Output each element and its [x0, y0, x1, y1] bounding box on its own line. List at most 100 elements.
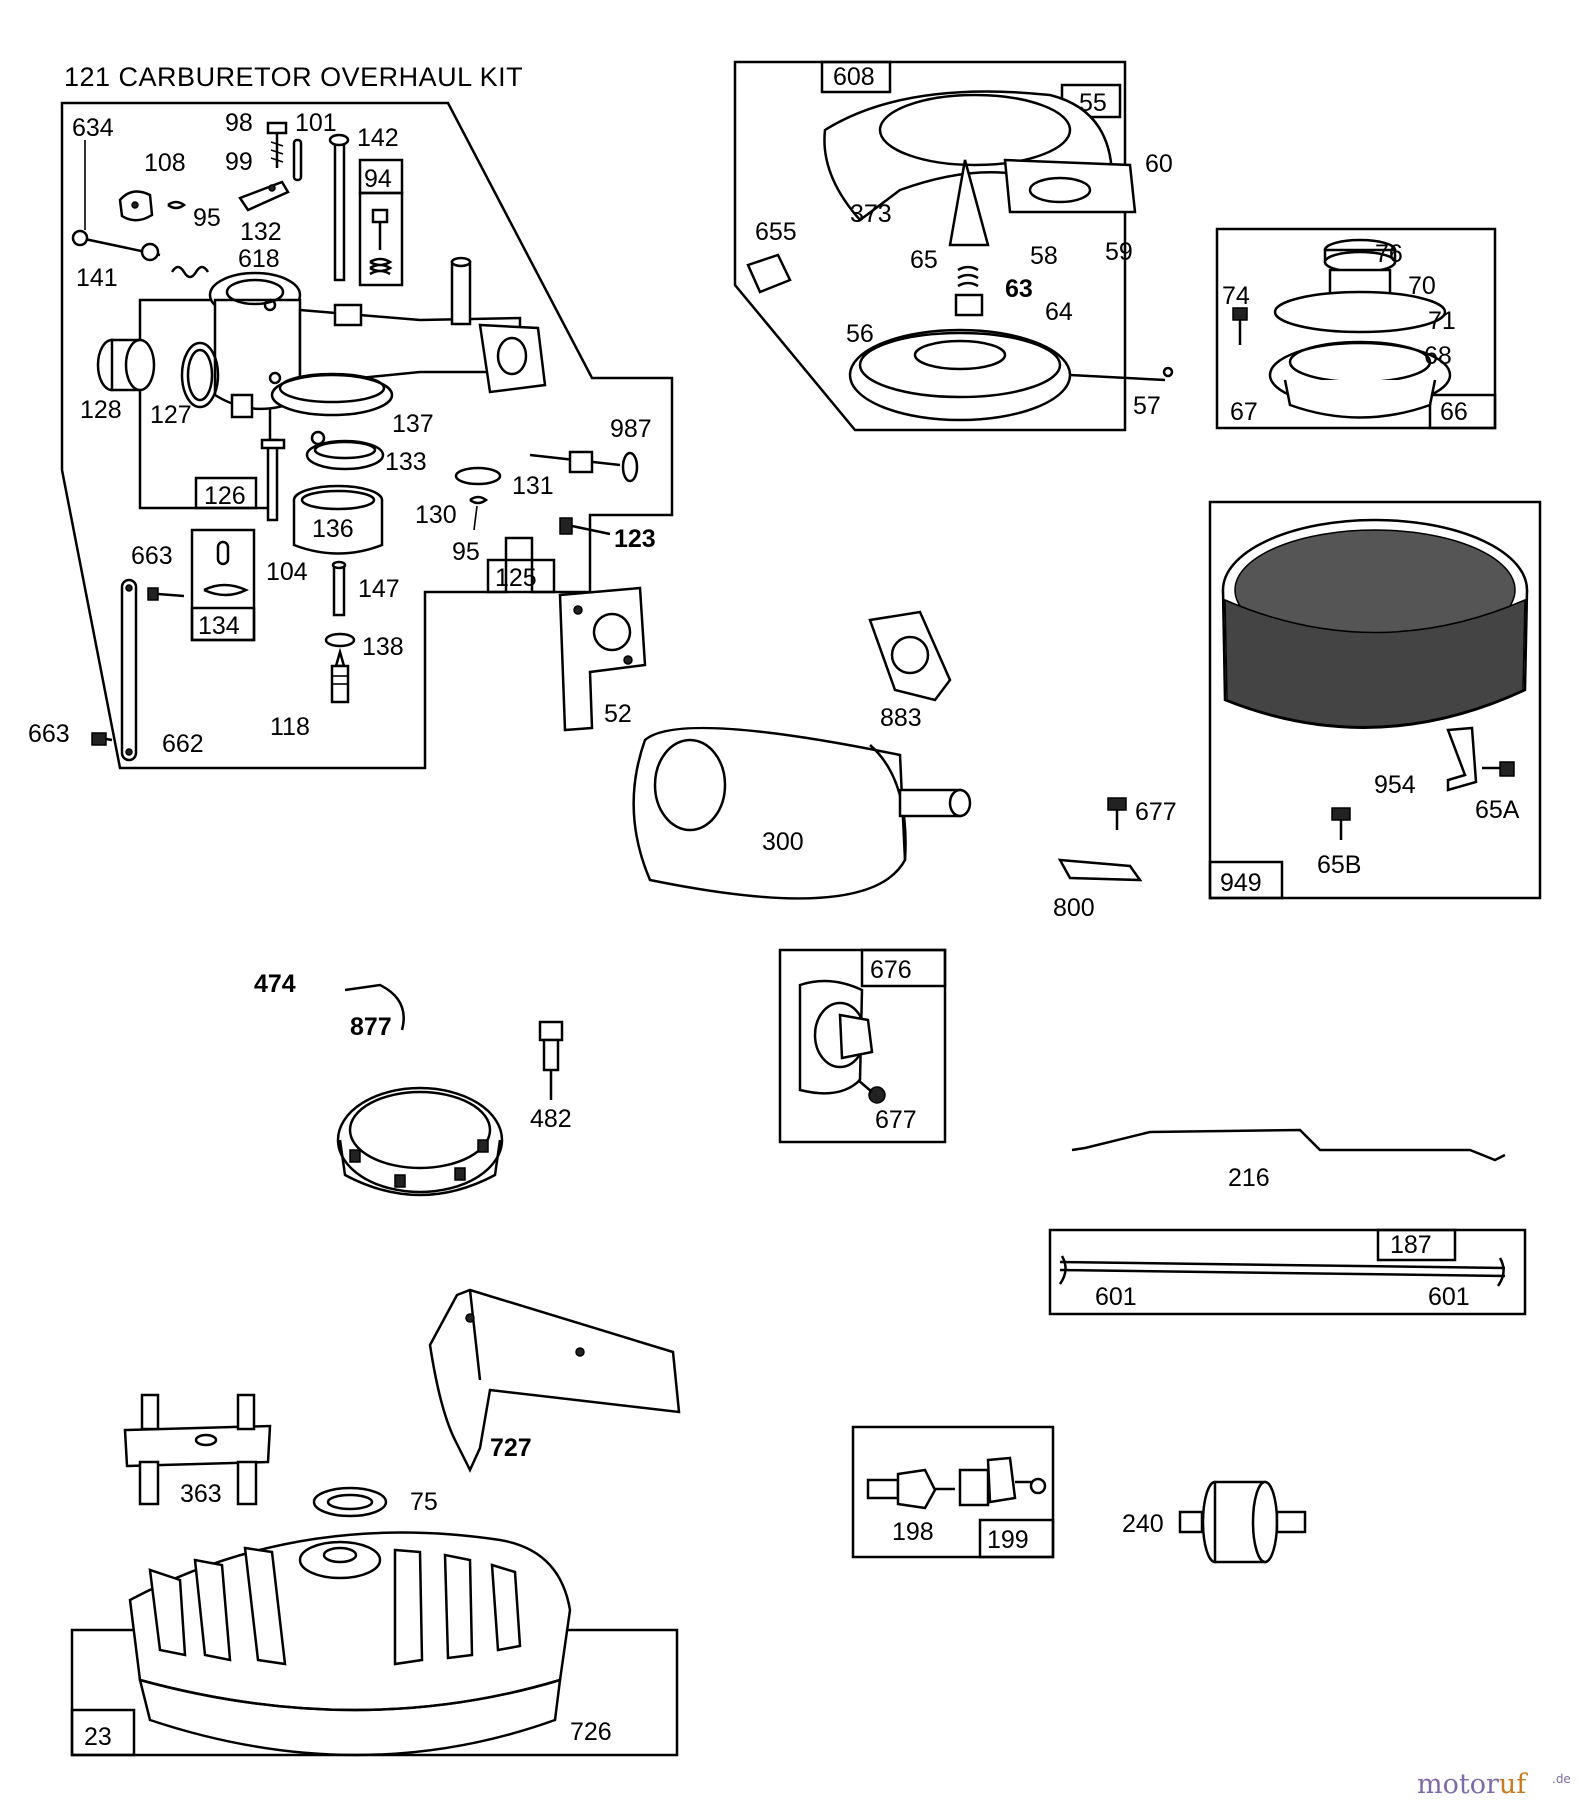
fuel-filter-240: [1178, 1480, 1307, 1564]
label-618: 618: [238, 245, 280, 273]
float-133: [305, 430, 385, 471]
label-198: 198: [892, 1518, 934, 1546]
baffle-727: [428, 1288, 681, 1473]
label-58: 58: [1030, 242, 1058, 270]
link-662: [120, 578, 138, 762]
label-300: 300: [762, 828, 804, 856]
washer-131: [454, 466, 502, 486]
label-132: 132: [240, 218, 282, 246]
label-474: 474: [254, 970, 296, 998]
label-125: 125: [495, 564, 537, 592]
label-877: 877: [350, 1013, 392, 1041]
gasket-52: [558, 586, 647, 732]
spark-arrester: [798, 979, 886, 1104]
idle-screw-94: [369, 208, 393, 276]
washer-138: [324, 632, 356, 648]
clip-130-95: [469, 495, 489, 531]
washer-75: [312, 1486, 388, 1518]
label-800: 800: [1053, 894, 1095, 922]
label-98: 98: [225, 109, 253, 137]
svg-text:motoruf: motoruf: [1417, 1769, 1528, 1800]
float-bowl-136: [292, 484, 384, 555]
label-373: 373: [850, 200, 892, 228]
pulley-56: [848, 328, 1174, 422]
bracket-363: [123, 1393, 272, 1506]
label-70: 70: [1408, 272, 1436, 300]
screw-65B: [1331, 807, 1351, 840]
label-71: 71: [1428, 307, 1456, 335]
label-655: 655: [755, 218, 797, 246]
air-cleaner-element: [1221, 518, 1529, 729]
label-147: 147: [358, 575, 400, 603]
label-55: 55: [1079, 89, 1107, 117]
label-199: 199: [987, 1526, 1029, 1554]
label-601b: 601: [1428, 1283, 1470, 1311]
label-482: 482: [530, 1105, 572, 1133]
label-216: 216: [1228, 1164, 1270, 1192]
label-56: 56: [846, 320, 874, 348]
label-101: 101: [295, 109, 337, 137]
rod-187: [1058, 1255, 1506, 1287]
retainer-134: [203, 540, 249, 597]
diagram-title: 121 CARBURETOR OVERHAUL KIT: [64, 62, 523, 92]
needle-valve-987: [529, 450, 639, 483]
bowl-nut-104: [260, 438, 286, 522]
label-662: 662: [162, 730, 204, 758]
label-137: 137: [392, 410, 434, 438]
label-63: 63: [1005, 275, 1033, 303]
choke-shaft-142: [328, 133, 350, 282]
label-65: 65: [910, 246, 938, 274]
label-66: 66: [1440, 398, 1468, 426]
nozzle-118: [330, 647, 350, 704]
label-363: 363: [180, 1480, 222, 1508]
arrester-box-676: [778, 948, 947, 1144]
carburetor-gasket-ring: [180, 341, 220, 409]
label-108: 108: [144, 149, 186, 177]
label-59: 59: [1105, 238, 1133, 266]
pin-101: [292, 138, 303, 182]
jet-147: [331, 560, 347, 617]
label-663a: 663: [131, 542, 173, 570]
label-64: 64: [1045, 298, 1073, 326]
label-141: 141: [76, 264, 118, 292]
link-216: [1071, 1128, 1506, 1162]
screw-663a: [147, 587, 185, 601]
label-23: 23: [84, 1723, 112, 1751]
label-727: 727: [490, 1434, 532, 1462]
label-127: 127: [150, 401, 192, 429]
part-655: [746, 253, 792, 294]
label-95a: 95: [193, 204, 221, 232]
label-677a: 677: [1135, 798, 1177, 826]
spring-63-64: [954, 265, 984, 317]
bolt-482: [538, 1020, 564, 1100]
plate-800: [1057, 858, 1143, 882]
label-131: 131: [512, 472, 554, 500]
choke-plate: [118, 190, 154, 222]
label-136: 136: [312, 515, 354, 543]
throttle-shaft: [71, 140, 161, 262]
label-57: 57: [1133, 392, 1161, 420]
clip-95: [167, 200, 187, 210]
label-67: 67: [1230, 398, 1258, 426]
screw-677a: [1107, 797, 1127, 830]
label-187: 187: [1390, 1231, 1432, 1259]
label-676: 676: [870, 956, 912, 984]
label-987: 987: [610, 415, 652, 443]
label-68: 68: [1424, 342, 1452, 370]
screw-99: [266, 121, 288, 168]
spring-618: [170, 265, 210, 279]
carburetor-kit-outline: [60, 101, 674, 770]
label-240: 240: [1122, 1510, 1164, 1538]
label-134: 134: [198, 612, 240, 640]
fitting-box-199: [851, 1425, 1055, 1559]
label-138: 138: [362, 633, 404, 661]
starter-housing: [823, 90, 1137, 247]
label-954: 954: [1374, 771, 1416, 799]
label-74: 74: [1222, 282, 1250, 310]
label-60: 60: [1145, 150, 1173, 178]
label-52: 52: [604, 700, 632, 728]
muffler-300: [632, 726, 972, 900]
label-949: 949: [1220, 869, 1262, 897]
bracket-954: [1446, 726, 1515, 792]
